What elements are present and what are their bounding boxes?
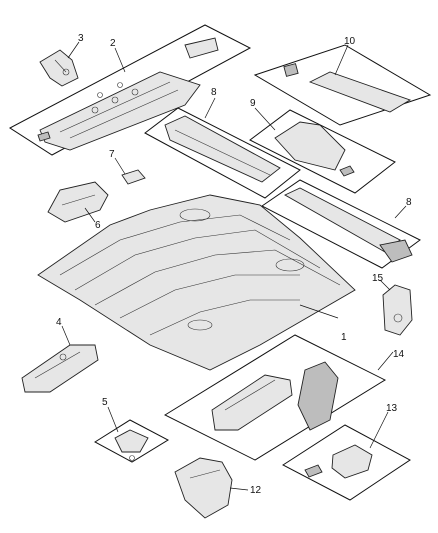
part-1-floor-pan <box>37 194 356 371</box>
leader-7 <box>114 157 126 175</box>
leader-6 <box>84 207 96 223</box>
callout-8-middle: 8 <box>211 87 217 98</box>
callout-9: 9 <box>250 98 256 109</box>
leader-9 <box>254 107 276 131</box>
callout-12: 12 <box>250 485 262 496</box>
leader-10 <box>334 44 349 76</box>
callout-13: 13 <box>386 403 398 414</box>
callout-5: 5 <box>102 397 108 408</box>
leader-14 <box>377 351 394 371</box>
callout-8-right: 8 <box>406 197 412 208</box>
leader-lines <box>61 41 407 491</box>
leader-8-middle <box>204 97 216 119</box>
panel-13 <box>282 424 411 501</box>
callout-3: 3 <box>78 33 84 44</box>
callout-4: 4 <box>56 317 62 328</box>
part-2-clip <box>37 131 51 142</box>
callout-7: 7 <box>109 149 115 160</box>
callout-14: 14 <box>393 349 405 360</box>
panel-5 <box>94 419 170 463</box>
callout-labels: 1 2 3 4 5 6 7 8 8 9 10 12 13 14 15 <box>56 33 412 496</box>
panel-9 <box>249 109 396 194</box>
callout-10: 10 <box>344 36 356 47</box>
leader-4 <box>61 325 71 346</box>
leader-8-right <box>394 205 407 219</box>
panel-14 <box>163 334 387 461</box>
callout-1: 1 <box>341 332 347 343</box>
panel-2 <box>9 24 252 156</box>
leader-12 <box>229 487 249 491</box>
leader-2 <box>114 47 126 73</box>
leader-5 <box>107 406 119 433</box>
part-3-bracket <box>39 49 79 87</box>
panel-8-middle <box>144 107 301 199</box>
part-2-bracket <box>184 37 219 59</box>
panel-8-right <box>261 179 421 269</box>
callout-15: 15 <box>372 273 384 284</box>
leader-15 <box>379 279 391 291</box>
leader-13 <box>369 411 389 449</box>
part-15-reinforcement <box>382 284 413 336</box>
part-6-bracket <box>47 181 109 223</box>
part-2-crossmember <box>39 71 201 151</box>
part-4-tunnel <box>21 344 99 393</box>
panel-10 <box>253 44 432 126</box>
callout-2: 2 <box>110 38 116 49</box>
leader-3 <box>67 41 80 59</box>
part-7-plate <box>121 169 146 185</box>
leader-1 <box>299 304 339 319</box>
part-12-wheelhouse <box>174 457 233 519</box>
callout-6: 6 <box>95 220 101 231</box>
